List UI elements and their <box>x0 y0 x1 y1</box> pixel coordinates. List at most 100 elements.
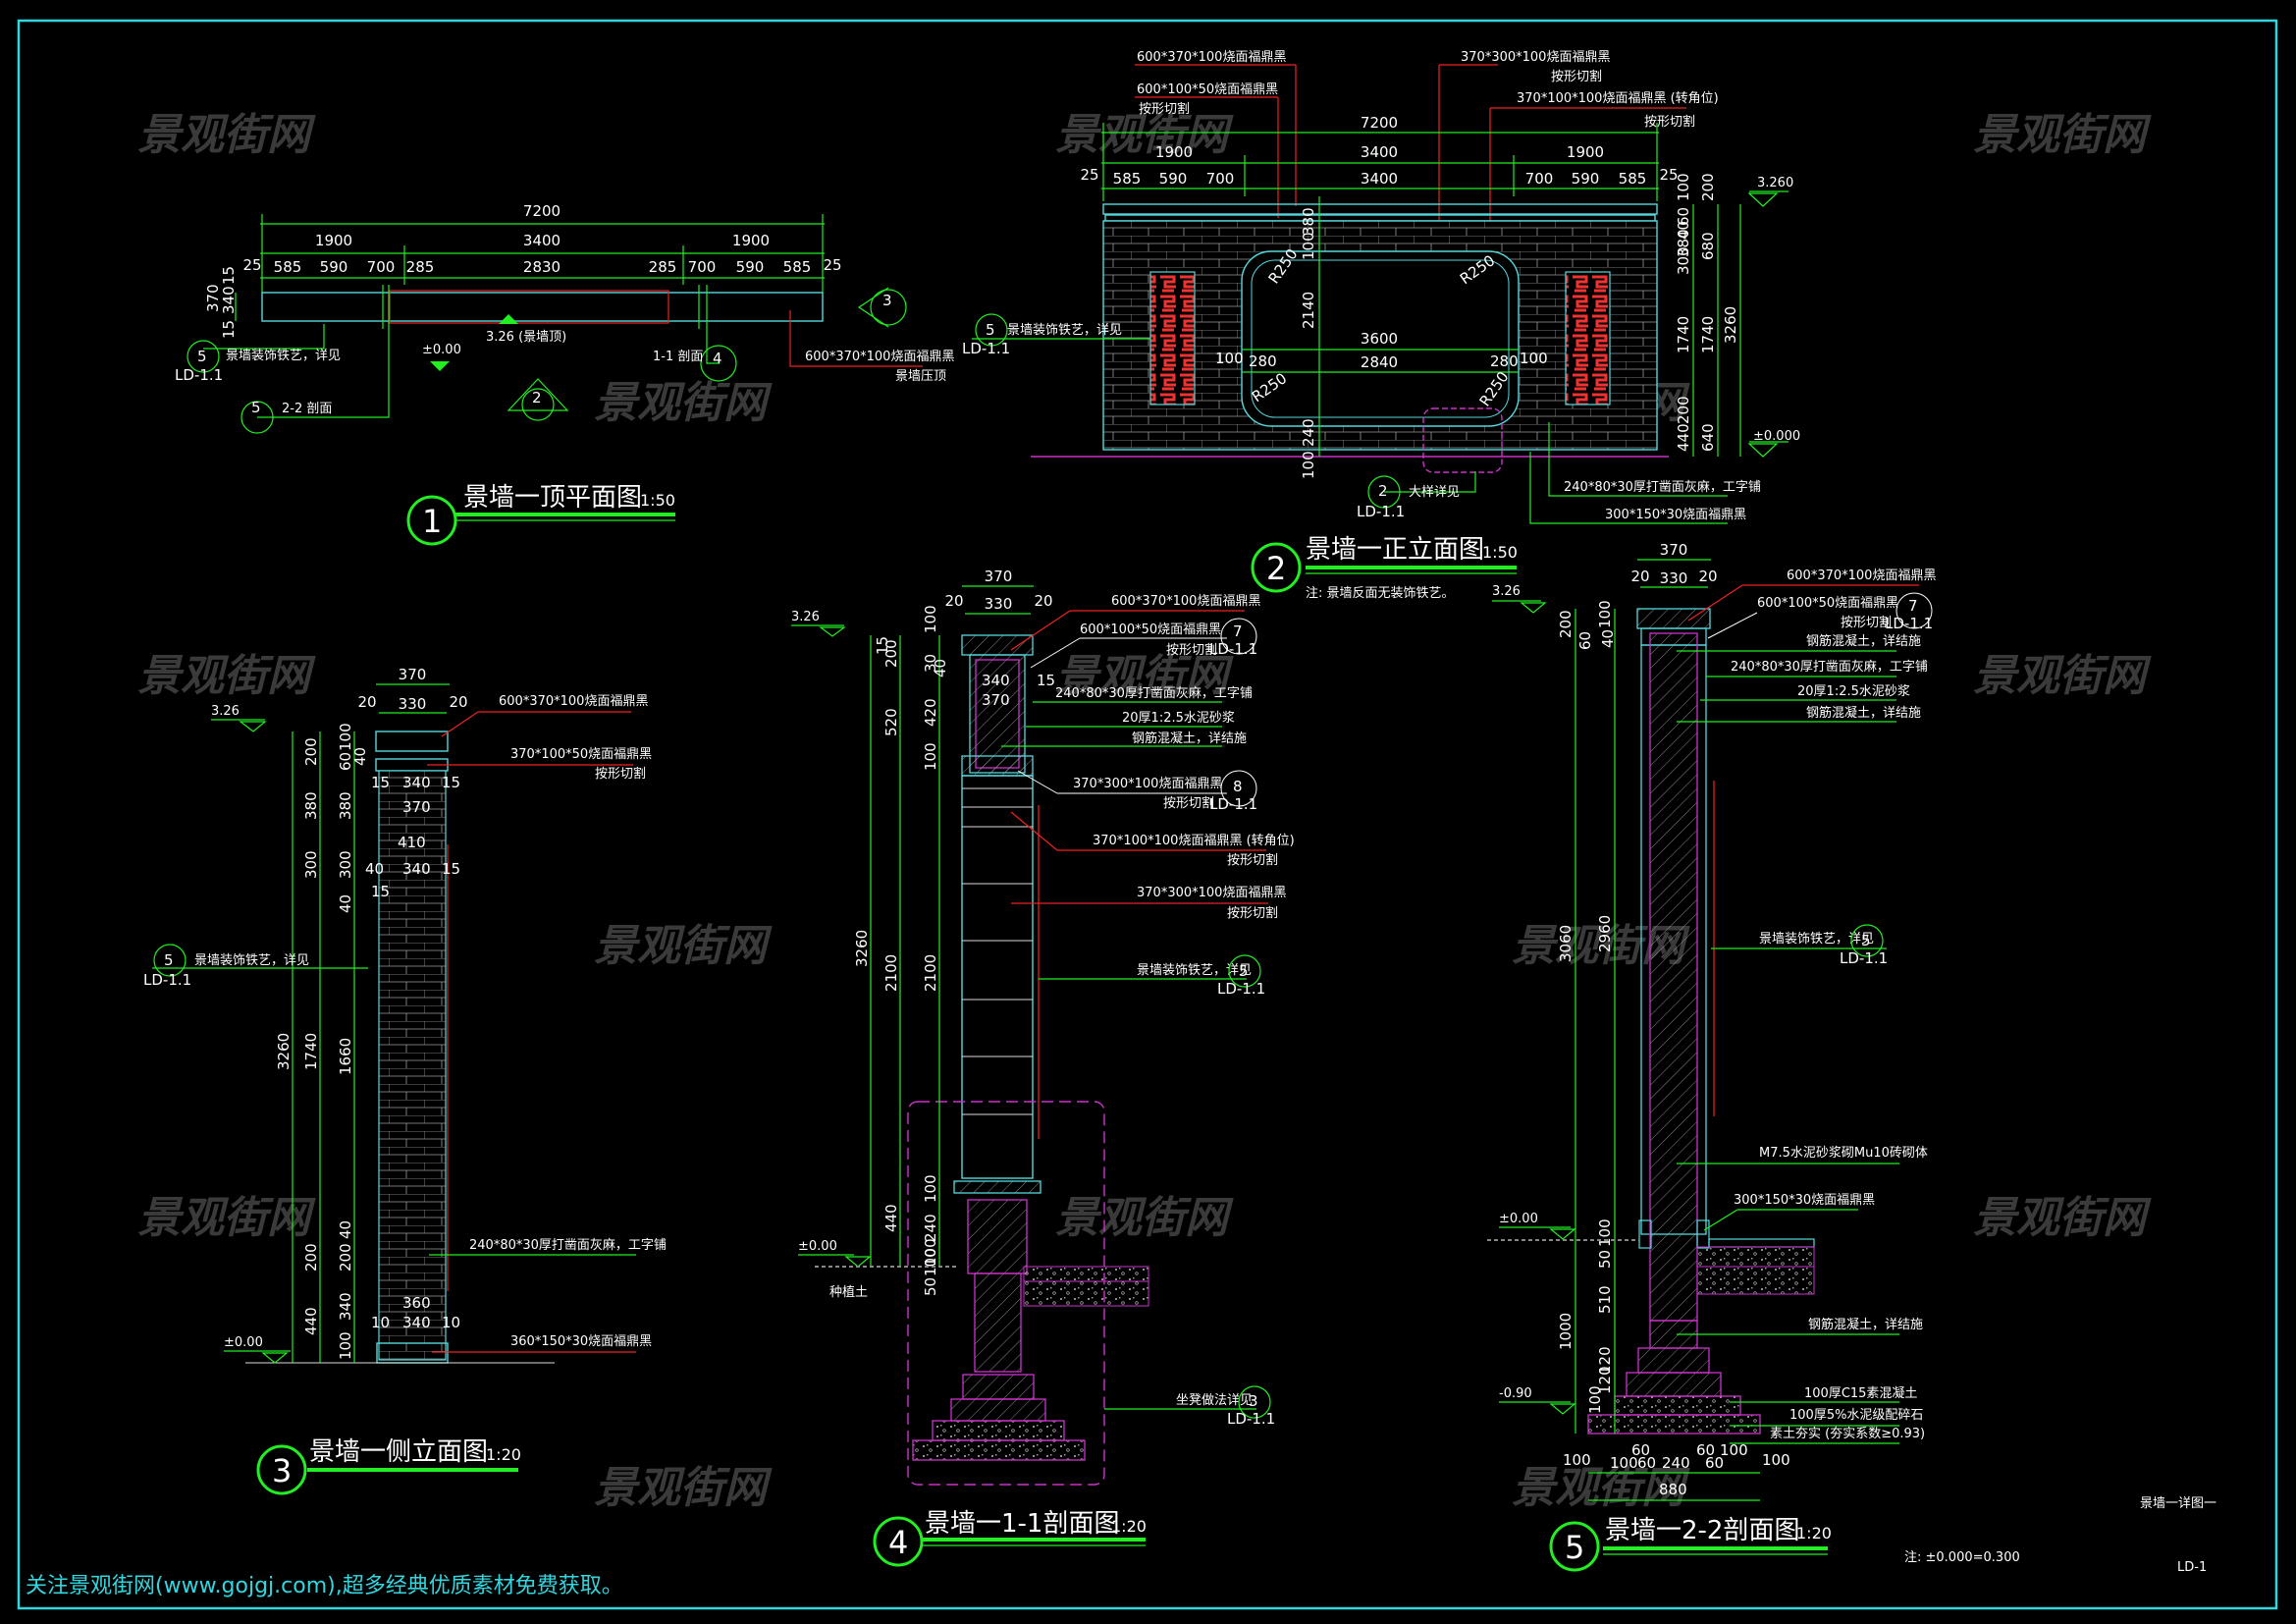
dim: 340 <box>402 774 431 791</box>
dim: 2840 <box>1361 353 1398 371</box>
c15-layer <box>1614 1395 1741 1416</box>
dim: 370 <box>985 568 1013 585</box>
dim: 420 <box>922 698 939 727</box>
dim: 585 <box>783 258 812 276</box>
dim: 100 <box>922 1248 939 1276</box>
watermark: 景观街网 <box>1055 110 1234 160</box>
elevation-label: 3.26 <box>791 610 820 624</box>
elevation-label: ±0.00 <box>224 1335 263 1350</box>
callout-text: 240*80*30厚打凿面灰麻，工字铺 <box>469 1238 667 1253</box>
dim: 1660 <box>337 1038 354 1075</box>
dim-seg: 3400 <box>1361 143 1398 161</box>
dim: 340 <box>220 286 238 314</box>
dim: 200 <box>302 1243 320 1272</box>
dim: 2830 <box>523 258 561 276</box>
dim: 200 <box>882 639 900 668</box>
dim: 60 <box>1637 1454 1656 1472</box>
dim: 20 <box>944 592 963 610</box>
dim: 700 <box>1525 170 1554 188</box>
callout-subtext: 按形切割 <box>1227 905 1278 921</box>
dim: 585 <box>1619 170 1647 188</box>
gravel-base <box>912 1439 1086 1461</box>
dim: 360 <box>402 1294 431 1312</box>
dim: 680 <box>1699 232 1717 260</box>
dim: 100 <box>1215 350 1244 367</box>
callout-text: 钢筋混凝土，详结施 <box>1806 633 1921 649</box>
dim: 330 <box>1660 569 1688 587</box>
view-number: 4 <box>888 1524 908 1561</box>
dim: 3600 <box>1361 330 1398 348</box>
callout-text: 钢筋混凝土，详结施 <box>1132 731 1247 746</box>
ref-sheet: LD-1.1 <box>1885 615 1933 632</box>
watermark: 景观街网 <box>137 1193 316 1243</box>
dim: 20 <box>357 693 376 711</box>
callout-text: 370*100*100烧面福鼎黑 (转角位) <box>1093 834 1295 848</box>
callout-text: 景墙装饰铁艺，详见 <box>1137 963 1252 978</box>
dim: 20 <box>1698 568 1717 585</box>
dim: 2960 <box>1596 915 1614 952</box>
dim: 50 <box>1596 1250 1614 1269</box>
elevation-label: 3.26 <box>1492 584 1521 599</box>
callout-text: 600*100*50烧面福鼎黑 <box>1137 82 1278 97</box>
view-scale: 1:20 <box>1796 1524 1832 1543</box>
elevation-note: 注: ±0.000=0.300 <box>1904 1550 2020 1565</box>
wall-plan-outline <box>261 292 824 322</box>
ref-sheet: LD-1.1 <box>1217 980 1265 998</box>
callout-text: 100厚5%水泥级配碎石 <box>1789 1408 1923 1423</box>
dim: 15 <box>220 266 238 285</box>
callout-text: 600*100*50烧面福鼎黑 <box>1757 596 1898 611</box>
elevation-marker-icon <box>430 361 450 371</box>
ref-num: 5 <box>197 348 207 365</box>
ref-num: 5 <box>164 951 174 969</box>
callout-text: 2-2 剖面 <box>282 402 332 416</box>
dim: 640 <box>1699 423 1717 452</box>
callout-subtext: 按形切割 <box>1139 101 1190 117</box>
dim: 200 <box>1699 173 1717 201</box>
view-number: 5 <box>1565 1529 1584 1566</box>
ref-sheet: LD-1.1 <box>1209 640 1257 658</box>
dim: 380 <box>1675 229 1692 257</box>
callout-text: 600*370*100烧面福鼎黑 <box>1787 568 1936 583</box>
dim: 20 <box>1630 568 1649 585</box>
dim: 240 <box>1300 418 1317 447</box>
dim: 100 <box>922 742 939 771</box>
footing-step <box>1626 1372 1722 1397</box>
view-note: 注: 景墙反面无装饰铁艺。 <box>1306 586 1455 601</box>
callout-text: 景墙装饰铁艺，详见 <box>194 953 309 968</box>
callout-text: 240*80*30厚打凿面灰麻，工字铺 <box>1564 480 1761 495</box>
dim: 200 <box>1675 396 1692 424</box>
dim-overall: 7200 <box>1361 114 1398 132</box>
ref-sheet: LD-1.1 <box>1209 795 1257 813</box>
view-scale: 1:20 <box>1111 1517 1147 1536</box>
dim: 40 <box>1675 221 1692 240</box>
dim: 370 <box>402 798 431 816</box>
concrete-core <box>969 654 1026 774</box>
dim: 340 <box>402 1314 431 1331</box>
opening-outline <box>389 290 669 324</box>
dim-seg: 1900 <box>1567 143 1604 161</box>
ref-num: 4 <box>713 350 722 367</box>
decorative-ironwork <box>1565 271 1611 406</box>
callout-subtext: 按形切割 <box>1841 615 1892 630</box>
dim: 380 <box>1300 207 1317 236</box>
ref-sheet: LD-1.1 <box>1227 1410 1275 1428</box>
ref-sheet: LD-1.1 <box>1840 949 1888 967</box>
decorative-ironwork <box>1149 271 1196 406</box>
dim: 30 <box>922 654 939 673</box>
dim: 25 <box>242 256 261 274</box>
dim: 700 <box>367 258 396 276</box>
dim: 100 <box>1762 1451 1790 1469</box>
callout-text: 素土夯实 (夯实系数≥0.93) <box>1770 1427 1925 1441</box>
callout-subtext: 按形切割 <box>595 766 646 782</box>
dim: 100 <box>922 605 939 633</box>
sheet-number: LD-1 <box>2177 1560 2207 1575</box>
dim: 2100 <box>922 954 939 992</box>
view-title: 景墙一1-1剖面图 <box>925 1509 1119 1539</box>
dim: 100 <box>1596 600 1614 628</box>
coping-section <box>1636 608 1711 629</box>
callout-text: 240*80*30厚打凿面灰麻，工字铺 <box>1055 686 1253 701</box>
dim: 3400 <box>1361 170 1398 188</box>
dim: 380 <box>337 791 354 820</box>
ref-num: 5 <box>251 399 261 416</box>
soil-label: 种植土 <box>829 1285 868 1300</box>
